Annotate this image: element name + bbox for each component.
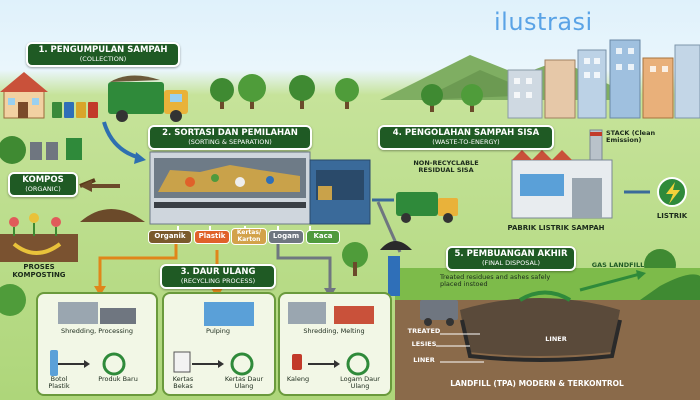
compost-subtitle: (ORGANIC) [25, 184, 61, 193]
category-paper: Kertas/ Karton [231, 228, 267, 246]
compost-label: KOMPOS (ORGANIC) [8, 172, 78, 198]
layer-liner-text: LINER [413, 356, 435, 364]
power-plant-text: PABRIK LISTRIK SAMPAH [507, 224, 605, 232]
disposal-label: 5. PEMBUANGAN AKHIR (FINAL DISPOSAL) [446, 246, 576, 272]
house-icon [0, 72, 48, 119]
category-organic: Organik [148, 230, 192, 244]
collection-title: 1. PENGUMPULAN SAMPAH [38, 45, 168, 55]
wte-title: 4. PENGOLAHAN SAMPAH SISA [392, 128, 540, 138]
electricity-text: LISTRIK [656, 212, 688, 220]
layer-treated-text: TREATED [407, 327, 441, 335]
residual-text: NON-RECYCLABLE RESIDUAL SISA [413, 159, 479, 175]
sorting-title: 2. SORTASI DAN PEMILAHAN [162, 128, 298, 138]
recycling-panel-paper: Pulping Kertas Bekas Kertas Daur Ulang [162, 292, 276, 396]
plastic-output-text: Produk Baru [98, 375, 138, 383]
plastic-input-text: Botol Plastik [48, 375, 70, 391]
wte-subtitle: (WASTE-TO-ENERGY) [432, 137, 500, 146]
recycling-panel-plastic: Shredding, Processing Botol Plastik Prod… [36, 292, 158, 396]
city-buildings-icon [507, 39, 700, 119]
gas-landfill-text: GAS LANDFILL [591, 261, 645, 269]
disposal-subtitle: (FINAL DISPOSAL) [481, 258, 541, 267]
paper-pulping-icon [173, 302, 254, 376]
garbage-truck-icon [108, 75, 188, 122]
collection-subtitle: (COLLECTION) [79, 54, 127, 63]
recycle-bins-icon [30, 138, 82, 160]
paper-output-text: Kertas Daur Ulang [224, 375, 264, 391]
sorting-subtitle: (SORTING & SEPARATION) [188, 137, 272, 146]
plastic-process-text: Shredding, Processing [61, 327, 133, 335]
category-metal: Logam [268, 230, 304, 244]
category-plastic: Plastik [194, 230, 230, 244]
category-glass: Kaca [306, 230, 340, 244]
liner-text: LINER [545, 335, 567, 343]
landfill-truck-icon [420, 300, 458, 326]
disposal-note-text: Treated residues and ashes safely placed… [440, 273, 551, 289]
landfill-title-text: LANDFILL (TPA) MODERN & TERKONTROL [450, 379, 624, 388]
recycling-label: 3. DAUR ULANG (RECYCLING PROCESS) [160, 264, 276, 290]
stack-text: STACK (Clean Emission) [606, 129, 656, 145]
collection-label: 1. PENGUMPULAN SAMPAH (COLLECTION) [26, 42, 180, 68]
plastic-shredder-icon [50, 302, 136, 376]
paper-input-text: Kertas Bekas [172, 375, 194, 391]
compost-process-text: PROSES KOMPOSTING [12, 263, 66, 280]
watermark-text: ilustrasi [494, 8, 593, 36]
compost-title: KOMPOS [22, 175, 64, 185]
layer-lesies-text: LESIES [411, 340, 437, 348]
recycling-title: 3. DAUR ULANG [180, 267, 256, 277]
disposal-title: 5. PEMBUANGAN AKHIR [454, 249, 568, 259]
metal-melting-icon [288, 302, 374, 376]
compost-soil-icon [0, 213, 78, 262]
sorting-label: 2. SORTASI DAN PEMILAHAN (SORTING & SEPA… [148, 125, 312, 151]
residual-truck-icon [396, 192, 458, 223]
sorting-facility-icon [149, 151, 371, 225]
metal-process-text: Shredding, Melting [303, 327, 365, 335]
power-plant-icon [511, 129, 613, 219]
waste-bins-icon [52, 102, 98, 118]
paper-process-text: Pulping [206, 327, 230, 335]
recycling-panel-metal: Shredding, Melting Kaleng Logam Daur Ula… [278, 292, 392, 396]
metal-input-text: Kaleng [286, 375, 310, 383]
metal-output-text: Logam Daur Ulang [340, 375, 380, 391]
recycling-subtitle: (RECYCLING PROCESS) [180, 276, 256, 285]
wte-label: 4. PENGOLAHAN SAMPAH SISA (WASTE-TO-ENER… [378, 125, 554, 151]
